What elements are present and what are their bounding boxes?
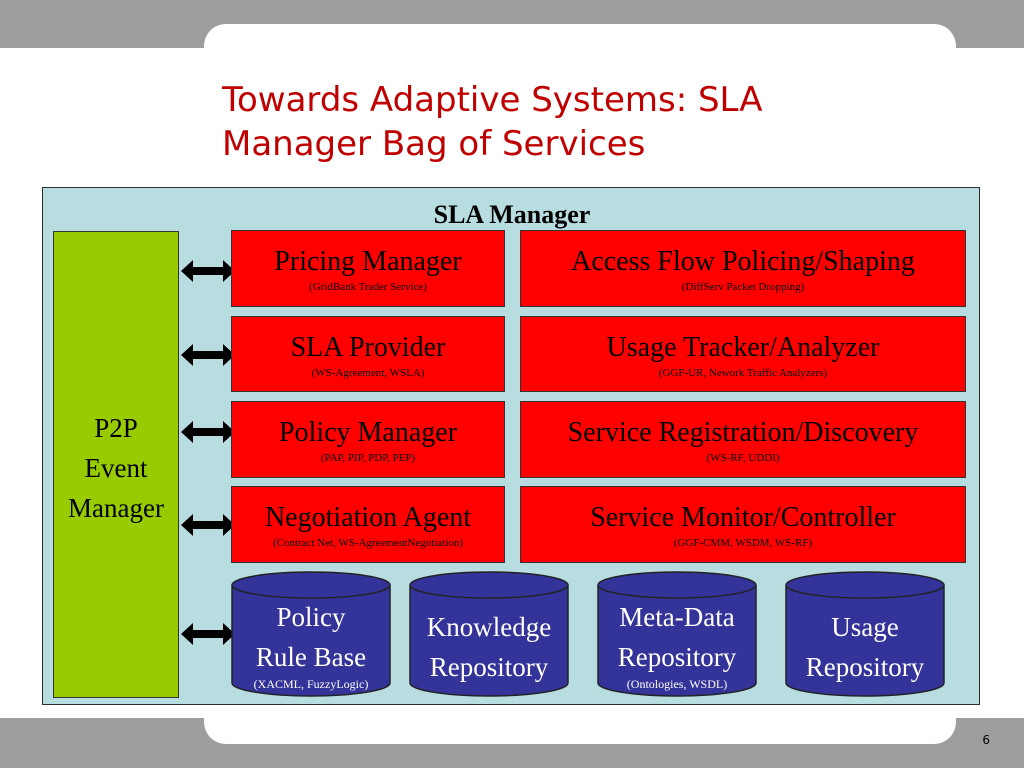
page-number: 6 (982, 733, 990, 747)
service-detail: (DiffServ Packet Dropping) (681, 281, 805, 293)
repository-detail: (Ontologies, WSDL) (626, 677, 728, 691)
cylinder-icon (231, 571, 391, 697)
service-name: Service Registration/Discovery (567, 417, 919, 448)
event-manager-line1: P2P (94, 413, 138, 443)
service-box-policy-manager: Policy Manager (PAP, PIP, PDP, PEP) (231, 401, 505, 478)
slide-title: Towards Adaptive Systems: SLA Manager Ba… (222, 80, 763, 164)
repository-policy-rule-base: Policy Rule Base (XACML, FuzzyLogic) (231, 571, 391, 697)
service-detail: (GGF-UR, Nework Traffic Analyzers) (658, 367, 828, 379)
repository-detail: (XACML, FuzzyLogic) (253, 677, 369, 691)
cylinder-icon (597, 571, 757, 697)
double-arrow-icon (181, 514, 235, 536)
service-box-sla-provider: SLA Provider (WS-Agreement, WSLA) (231, 316, 505, 392)
double-arrow-icon (181, 260, 235, 282)
p2p-event-manager: P2P Event Manager (53, 231, 179, 698)
cylinder-icon (785, 571, 945, 697)
service-name: SLA Provider (290, 332, 446, 363)
double-arrow-icon (181, 421, 235, 443)
service-detail: (WS-RF, UDDI) (706, 452, 780, 464)
repository-meta-data: Meta-Data Repository (Ontologies, WSDL) (597, 571, 757, 697)
double-arrow-icon (181, 623, 235, 645)
service-detail: (GridBank Trader Service) (309, 281, 427, 293)
repository-line1: Meta-Data (619, 602, 735, 632)
event-manager-line2: Event (84, 453, 148, 483)
service-box-pricing-manager: Pricing Manager (GridBank Trader Service… (231, 230, 505, 307)
service-box-access-flow: Access Flow Policing/Shaping (DiffServ P… (520, 230, 966, 307)
cylinder-icon (409, 571, 569, 697)
service-detail: (Contract Net, WS-AgreementNegotiation) (272, 537, 464, 549)
repository-line1: Usage (831, 612, 899, 642)
service-detail: (WS-Agreement, WSLA) (311, 367, 425, 379)
repository-line2: Rule Base (255, 642, 367, 672)
service-name: Pricing Manager (274, 246, 462, 277)
repository-line2: Repository (429, 652, 549, 682)
repository-knowledge: Knowledge Repository (409, 571, 569, 697)
service-name: Policy Manager (278, 417, 458, 448)
service-detail: (PAP, PIP, PDP, PEP) (320, 452, 416, 464)
repository-line1: Knowledge (426, 612, 552, 642)
service-box-service-monitor: Service Monitor/Controller (GGF-CMM, WSD… (520, 486, 966, 563)
event-manager-line3: Manager (68, 493, 164, 523)
service-name: Usage Tracker/Analyzer (606, 332, 880, 363)
service-box-negotiation-agent: Negotiation Agent (Contract Net, WS-Agre… (231, 486, 505, 563)
service-name: Access Flow Policing/Shaping (571, 246, 915, 277)
repository-line2: Repository (805, 652, 925, 682)
sla-manager-diagram: SLA Manager P2P Event Manager Pricing Ma… (42, 187, 980, 705)
service-name: Service Monitor/Controller (590, 502, 896, 533)
service-name: Negotiation Agent (264, 502, 472, 533)
diagram-heading: SLA Manager (433, 200, 591, 229)
double-arrow-icon (181, 344, 235, 366)
service-box-usage-tracker: Usage Tracker/Analyzer (GGF-UR, Nework T… (520, 316, 966, 392)
repository-usage: Usage Repository (785, 571, 945, 697)
repository-line1: Policy (276, 602, 346, 632)
service-detail: (GGF-CMM, WSDM, WS-RF) (673, 537, 813, 549)
repository-line2: Repository (617, 642, 737, 672)
service-box-service-registration: Service Registration/Discovery (WS-RF, U… (520, 401, 966, 478)
